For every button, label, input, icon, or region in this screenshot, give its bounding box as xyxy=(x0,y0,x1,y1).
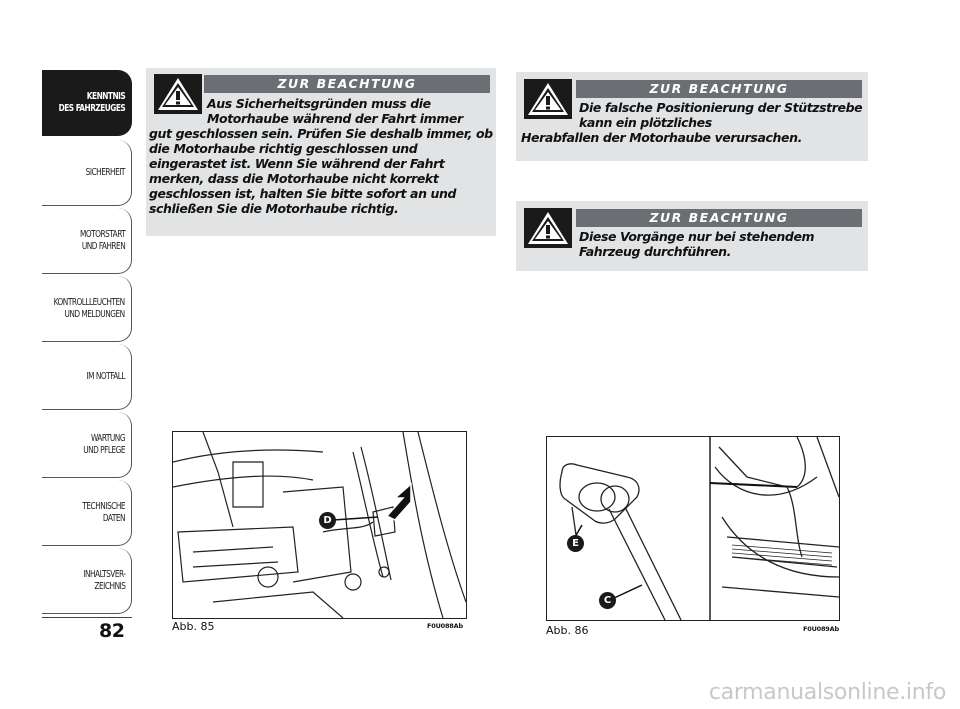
warning-triangle-icon xyxy=(524,208,572,248)
watermark: carmanualsonline.info xyxy=(708,680,946,705)
tab-sicherheit[interactable]: SICHERHEIT xyxy=(42,140,132,206)
tab-kontrollleuchten-und-meldungen[interactable]: KONTROLLLEUCHTEN UND MELDUNGEN xyxy=(42,276,132,342)
warning-box-vehicle-stationary: ZUR BEACHTUNG Diese Vorgänge nur bei ste… xyxy=(516,201,868,271)
callout-d: D xyxy=(319,512,336,529)
tab-inhaltsverzeichnis[interactable]: INHALTSVER- ZEICHNIS xyxy=(42,548,132,614)
warning-text-indented: Aus Sicherheitsgründen muss die Motorhau… xyxy=(207,96,463,126)
warning-heading: ZUR BEACHTUNG xyxy=(576,80,862,98)
chapter-sidebar: KENNTNIS DES FAHRZEUGES SICHERHEIT MOTOR… xyxy=(42,70,133,618)
sidebar-divider xyxy=(42,617,132,618)
tab-label: KENNTNIS DES FAHRZEUGES xyxy=(58,91,125,114)
figure-85-caption: Abb. 85 xyxy=(172,620,215,633)
tab-motorstart-und-fahren[interactable]: MOTORSTART UND FAHREN xyxy=(42,208,132,274)
tab-label: MOTORSTART UND FAHREN xyxy=(79,228,126,252)
tab-kenntnis-des-fahrzeuges[interactable]: KENNTNIS DES FAHRZEUGES xyxy=(42,70,132,136)
warning-text-rest: Herabfallen der Motorhaube verursachen. xyxy=(521,130,802,145)
warning-text: Diese Vorgänge nur bei stehendem Fahrzeu… xyxy=(521,229,821,259)
warning-triangle-icon xyxy=(524,79,572,119)
figure-86-code: F0U089Ab xyxy=(803,625,839,633)
warning-text-indented: Die falsche Positionierung der Stützstre… xyxy=(579,100,863,130)
tab-label: TECHNISCHE DATEN xyxy=(82,500,125,524)
warning-box-strut-position: ZUR BEACHTUNG Die falsche Positionierung… xyxy=(516,72,868,161)
tab-label: KONTROLLLEUCHTEN UND MELDUNGEN xyxy=(53,296,126,320)
warning-heading: ZUR BEACHTUNG xyxy=(204,75,490,93)
warning-heading: ZUR BEACHTUNG xyxy=(576,209,862,227)
figure-86-hood-strut: E C xyxy=(546,436,840,621)
warning-triangle-icon xyxy=(154,74,202,114)
figure-86-caption: Abb. 86 xyxy=(546,624,589,637)
page-number: 82 xyxy=(99,620,125,642)
warning-text: Die falsche Positionierung der Stützstre… xyxy=(521,100,865,145)
warning-box-hood-closed: ZUR BEACHTUNG Aus Sicherheitsgründen mus… xyxy=(146,68,496,236)
tab-label: INHALTSVER- ZEICHNIS xyxy=(82,568,126,592)
callout-c: C xyxy=(599,592,616,609)
tab-technische-daten[interactable]: TECHNISCHE DATEN xyxy=(42,480,132,546)
warning-text: Aus Sicherheitsgründen muss die Motorhau… xyxy=(149,96,493,216)
tab-label: SICHERHEIT xyxy=(85,166,126,178)
tab-label: IM NOTFALL xyxy=(86,370,125,382)
figure-85-code: F0U088Ab xyxy=(427,622,463,630)
hood-strut-illustration xyxy=(559,436,840,621)
tab-label: WARTUNG UND PFLEGE xyxy=(83,432,125,456)
engine-bay-illustration xyxy=(172,431,467,619)
warning-text-rest: gut geschlossen sein. Prüfen Sie deshalb… xyxy=(149,126,493,216)
callout-e: E xyxy=(567,535,584,552)
tab-wartung-und-pflege[interactable]: WARTUNG UND PFLEGE xyxy=(42,412,132,478)
tab-im-notfall[interactable]: IM NOTFALL xyxy=(42,344,132,410)
warning-text-indented: Diese Vorgänge nur bei stehendem Fahrzeu… xyxy=(579,229,815,259)
figure-85-engine-bay: D xyxy=(172,431,467,619)
